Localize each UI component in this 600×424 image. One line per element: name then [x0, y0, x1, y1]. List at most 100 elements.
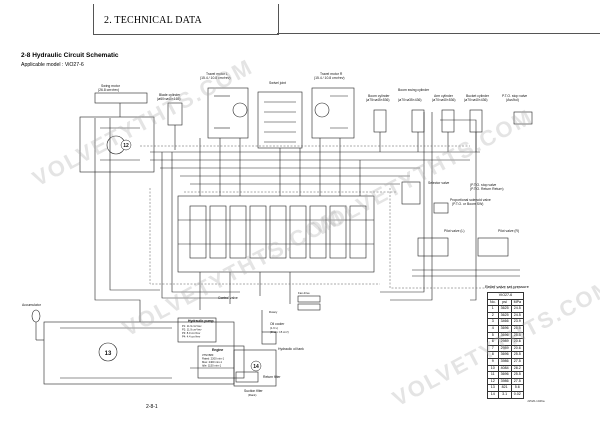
- page-number: 2-8-1: [146, 404, 158, 410]
- relief-table-title: Relief valve set pressure: [485, 284, 529, 289]
- label-control-valve: Control valve: [218, 296, 238, 300]
- relief-cell-psi: 3696: [497, 371, 512, 379]
- relief-cell-no: 2: [487, 311, 499, 320]
- label-swing-motor-spec: (26.8 cm³/rev): [98, 88, 119, 92]
- relief-cell-psi: 4084: [497, 364, 512, 373]
- relief-table-header-row: No. psi MPa: [487, 298, 525, 307]
- circle-number-13: 13: [105, 351, 112, 357]
- label-pto-stop-valve: P.T.O. stop valve: [502, 94, 527, 98]
- label-travel-motor-l: Travel motor L: [206, 72, 228, 76]
- relief-cell-mpa: 27.5: [510, 377, 525, 386]
- label-hydraulic-oil-tank: Hydraulic oil tank: [278, 347, 304, 351]
- label-boom-cylinder-spec: (ø75×ø45×536): [366, 98, 390, 102]
- label-boom-cylinder: Boom cylinder: [368, 94, 390, 98]
- relief-cell-mpa: 25.5: [510, 371, 525, 379]
- relief-cell-mpa: 0.02: [510, 390, 525, 399]
- label-blade-cylinder: Blade cylinder: [159, 93, 181, 97]
- relief-cell-mpa: 5.6: [510, 384, 525, 392]
- circle-number-12: 12: [120, 139, 132, 151]
- relief-cell-mpa: 27.5: [510, 357, 525, 366]
- label-arm-cylinder: Arm cylinder: [434, 94, 454, 98]
- label-engine-spec-4: Idle: 1150 min-1: [202, 364, 222, 368]
- relief-col-mpa: MPa: [510, 298, 525, 307]
- label-oil-cooler-spec2: (Drain: 15 cm³): [270, 330, 289, 334]
- label-travel-motor-r-spec: (15.4 / 10.8 cm³/rev): [314, 76, 345, 80]
- relief-cell-no: 14: [487, 390, 499, 399]
- label-boom-swing-cylinder: Boom swing cylinder: [398, 88, 430, 92]
- label-oil-cooler-spec: (1.6 L): [270, 326, 278, 330]
- relief-cell-mpa: 25.5: [510, 351, 525, 359]
- label-swing-motor: Swing motor: [101, 84, 121, 88]
- circle-label-13: 13: [105, 351, 112, 357]
- label-proportional-solenoid-valve: Proportional solenoid valve: [450, 198, 491, 202]
- label-suction-filter: Suction filter: [244, 389, 264, 393]
- label-hydraulic-pump: Hydraulic pump: [188, 319, 214, 323]
- section-title: 2-8 Hydraulic Circuit Schematic: [21, 52, 119, 59]
- label-engine: Engine: [212, 348, 223, 352]
- header-box: 2. TECHNICAL DATA: [93, 4, 279, 35]
- label-proportional-solenoid-spec: (P.T.O. or Boom SW): [452, 202, 483, 206]
- label-pto-stop-valve-spec: (Ass'ltol): [506, 98, 519, 102]
- relief-cell-psi: 3986: [497, 357, 512, 366]
- relief-cell-psi: 3625: [497, 311, 512, 320]
- label-engine-spec-3: Max: 2400 min-1: [202, 360, 223, 364]
- relief-cell-no: 11: [487, 371, 499, 379]
- label-return-filter: Return filter: [263, 375, 281, 379]
- label-accumulator: Accumulator: [22, 303, 42, 307]
- relief-col-no: No.: [487, 298, 499, 307]
- page-header-title: 2. TECHNICAL DATA: [104, 15, 202, 26]
- circle-number-14: 14: [250, 360, 262, 372]
- relief-cell-no: 10: [487, 364, 499, 373]
- relief-cell-no: 13: [487, 384, 499, 392]
- label-pump-spec-1: P1: 11.9 cm³/rev: [182, 324, 202, 328]
- relief-cell-mpa: 24.5: [510, 305, 525, 313]
- label-arm-cylinder-spec: (ø70×ø40×536): [432, 98, 456, 102]
- label-bucket-cylinder: Bucket cylinder: [466, 94, 490, 98]
- relief-cell-psi: 821: [497, 384, 512, 392]
- relief-cell-psi: 3625: [497, 305, 512, 313]
- circle-label-12: 12: [123, 143, 129, 149]
- label-fan-drive: Fan drive: [298, 291, 310, 295]
- relief-table-reference: J1520-1046a: [527, 399, 545, 403]
- relief-cell-no: 3: [487, 318, 499, 326]
- relief-cell-mpa: 28.2: [510, 364, 525, 373]
- label-pilot-valve-r: Pilot valve (R): [498, 229, 519, 233]
- relief-table-subtitle: VIO27-6: [487, 292, 524, 300]
- label-travel-motor-l-spec: (15.4 / 10.8 cm³/rev): [200, 76, 231, 80]
- label-pto-stop-valve-return: (P.T.O. stop valve: [470, 183, 496, 187]
- label-bucket-cylinder-spec: (ø70×ø40×436): [464, 98, 488, 102]
- label-pump-spec-3: P3: 8.0 cm³/rev: [182, 331, 201, 335]
- label-pilot-valve-l: Pilot valve (L): [444, 229, 465, 233]
- label-oil-cooler: Oil cooler: [270, 322, 285, 326]
- relief-cell-psi: 3986: [497, 377, 512, 386]
- label-rotary: Rotary: [269, 310, 278, 314]
- label-blade-cylinder-spec: (ø60×ø40×165): [157, 97, 181, 101]
- applicable-model: Applicable model : ViO27-6: [21, 62, 84, 68]
- label-pump-spec-4: P4: 4.4 cm³/rev: [182, 335, 201, 339]
- relief-table-subtitle-row: VIO27-6: [487, 292, 524, 300]
- label-travel-motor-r: Travel motor R: [320, 72, 343, 76]
- label-boom-swing-cylinder-spec: (ø70×ø35×436): [398, 98, 422, 102]
- relief-cell-no: 1: [487, 305, 499, 313]
- label-engine-spec-1: 3TNV88F: [202, 353, 214, 357]
- label-engine-spec-2: Rated: 2200 min-1: [202, 357, 225, 361]
- relief-col-psi: psi: [497, 298, 512, 307]
- relief-cell-no: 12: [487, 377, 499, 386]
- label-suction-filter-spec: (Rank): [248, 393, 256, 397]
- circle-label-14: 14: [253, 364, 259, 370]
- label-selector-valve: Selector valve: [428, 181, 449, 185]
- header-rule: [277, 33, 600, 34]
- relief-cell-psi: 3.1: [497, 390, 512, 399]
- label-pto-stop-valve-return2: (P.T.O. Return Return): [470, 187, 503, 191]
